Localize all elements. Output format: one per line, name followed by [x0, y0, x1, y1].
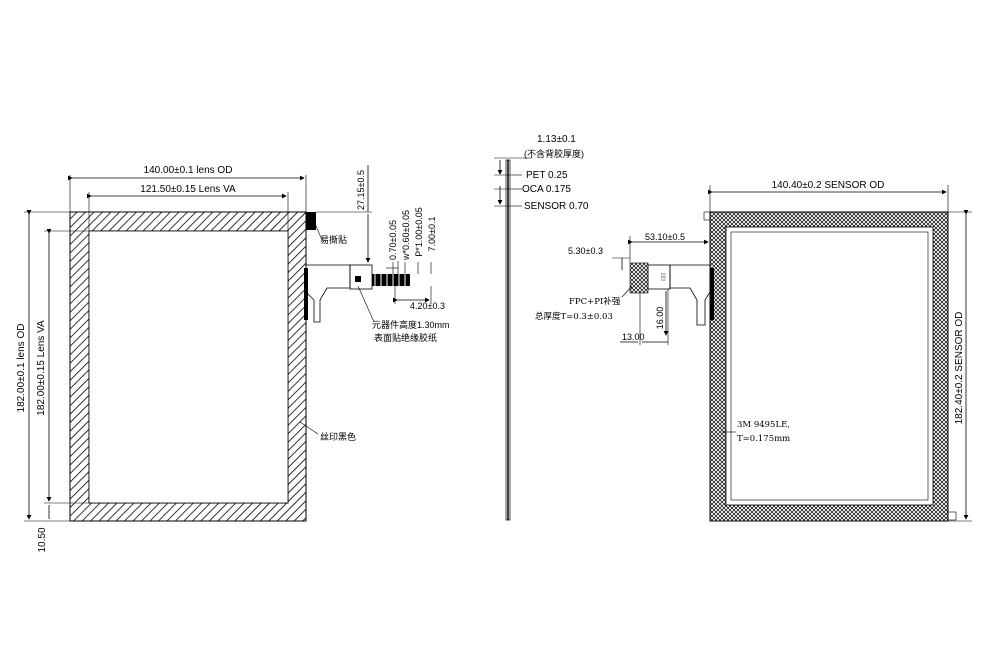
dim-5310: 53.10±0.5 — [645, 232, 685, 242]
dim-lens-va-height: 182.00±0.15 Lens VA — [36, 320, 47, 416]
easy-tear-tab — [306, 212, 316, 230]
note-tape-line1: 3M 9495LE, — [737, 420, 790, 430]
dim-lens-od-height: 182.00±0.1 lens OD — [16, 324, 27, 413]
dim-1600: 16.00 — [655, 307, 665, 330]
front-view: 140.00±0.1 lens OD 121.50±0.15 Lens VA 1… — [16, 165, 450, 553]
view-area — [88, 230, 289, 504]
dim-420: 4.20±0.3 — [410, 301, 445, 311]
layer-pet: PET 0.25 — [526, 170, 568, 181]
dim-530: 5.30±0.3 — [568, 246, 603, 256]
rear-view: 140.40±0.2 SENSOR OD 182.40±0.2 SENSOR O… — [535, 180, 972, 522]
dim-lens-va-width: 121.50±0.15 Lens VA — [140, 184, 236, 195]
dim-bottom-offset: 10.50 — [37, 527, 48, 552]
note-fpc-line2: 总厚度T=0.3±0.03 — [535, 311, 613, 322]
dim-w060: w*0.60±0.05 — [401, 210, 411, 261]
note-fpc-line1: FPC+PI补强 — [569, 296, 621, 307]
svg-text:▯▯▯: ▯▯▯ — [660, 273, 666, 282]
dim-p100: P*1.00±0.05 — [414, 207, 424, 256]
fpc-tail — [305, 264, 351, 323]
note-component-line2: 表面贴绝缘胶纸 — [374, 332, 437, 343]
total-thickness: 1.13±0.1 — [537, 134, 576, 145]
dim-fpc-offset: 27.15±0.5 — [356, 170, 366, 210]
note-component-line1: 元器件高度1.30mm — [372, 319, 450, 330]
dim-sensor-od-height: 182.40±0.2 SENSOR OD — [954, 312, 965, 425]
note-easy-tear: 易撕贴 — [320, 234, 347, 245]
total-thickness-note: (不含背胶厚度) — [524, 148, 584, 159]
note-silkscreen: 丝印黑色 — [320, 431, 356, 442]
layer-sensor: SENSOR 0.70 — [524, 201, 589, 212]
dim-1300: 13.00 — [622, 332, 645, 342]
dim-070: 0.70±0.05 — [388, 220, 398, 260]
fpc-bond — [304, 268, 308, 320]
side-view: 1.13±0.1 (不含背胶厚度) PET 0.25 OCA 0.175 SEN… — [494, 134, 589, 521]
rear-fpc-tail — [669, 264, 711, 326]
dim-sensor-od-width: 140.40±0.2 SENSOR OD — [772, 180, 885, 191]
pi-stiffener — [629, 262, 649, 294]
note-tape-line2: T=0.175mm — [737, 434, 790, 444]
dim-lens-od-width: 140.00±0.1 lens OD — [144, 165, 233, 176]
dim-700: 7.00±0.1 — [427, 217, 437, 252]
layer-oca: OCA 0.175 — [522, 184, 571, 195]
fpc-gold-fingers — [372, 274, 410, 286]
